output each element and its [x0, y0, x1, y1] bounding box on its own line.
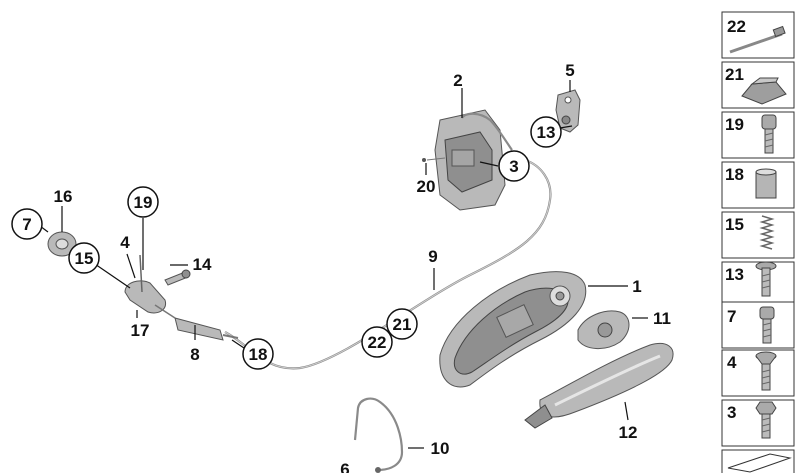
flange-screw-icon [755, 401, 777, 439]
callout-15: 15 [75, 249, 94, 268]
callout-circle-19 [127, 186, 159, 218]
cable-tie-icon [729, 25, 786, 54]
callout-16: 16 [54, 187, 73, 206]
callout-8: 8 [190, 345, 199, 364]
handle-carrier-1 [439, 271, 587, 388]
screw-14 [164, 269, 191, 286]
bearing-housing-17 [124, 254, 167, 314]
door-lock-actuator-2 [422, 109, 513, 211]
parts-panel-cell-13 [721, 261, 795, 309]
parts-panel-label-21: 21 [725, 65, 744, 84]
parts-panel-cell-15 [721, 211, 795, 259]
sleeve-icon [755, 168, 777, 199]
callout-circle-7 [11, 208, 43, 240]
parts-panel-label-22: 22 [727, 17, 746, 36]
spring-icon [759, 215, 775, 250]
callout-3: 3 [509, 157, 518, 176]
callout-14: 14 [193, 255, 212, 274]
latch-bracket-5 [555, 89, 581, 133]
countersunk-screw-icon [755, 351, 777, 391]
callout-6: 6 [340, 460, 349, 473]
callout-17: 17 [131, 321, 150, 340]
bowden-cable-9-highlight [224, 159, 551, 369]
callout-4: 4 [120, 233, 130, 252]
handle-cover-16 [47, 231, 77, 257]
parts-panel-label-4: 4 [727, 353, 737, 372]
callout-21: 21 [393, 315, 412, 334]
callout-18: 18 [249, 345, 268, 364]
callout-1: 1 [632, 277, 641, 296]
callout-circle-22 [361, 326, 393, 358]
parts-panel-cell-18 [721, 161, 795, 209]
parts-panel-cell-19 [721, 111, 795, 159]
parts-panel-label-7: 7 [727, 307, 736, 326]
callout-circle-15 [68, 242, 100, 274]
callout-9: 9 [428, 247, 437, 266]
parts-panel-label-3: 3 [727, 403, 736, 422]
parts-panel-label-19: 19 [725, 115, 744, 134]
leader-lines [39, 80, 648, 449]
parts-panel-label-18: 18 [725, 165, 744, 184]
callout-2: 2 [453, 71, 462, 90]
parts-panel-label-15: 15 [725, 215, 744, 234]
callout-circle-3 [498, 150, 530, 182]
hex-socket-screw-icon [759, 306, 775, 344]
tape-strip-icon [727, 453, 792, 473]
clip-icon [741, 77, 787, 105]
outer-door-handle-12 [524, 343, 674, 429]
callout-5: 5 [565, 61, 574, 80]
callout-labels: 7 15 19 18 22 21 3 13 2 5 20 1 11 12 9 1… [11, 61, 671, 473]
hex-socket-screw-icon [761, 114, 777, 154]
callout-circle-21 [386, 308, 418, 340]
callout-circle-18 [242, 338, 274, 370]
callout-22: 22 [368, 333, 387, 352]
parts-panel-label-13: 13 [725, 265, 744, 284]
callout-19: 19 [134, 193, 153, 212]
parts-panel: 22 21 19 18 15 [721, 11, 795, 473]
callout-20: 20 [417, 177, 436, 196]
cable-end-8 [154, 304, 239, 341]
lock-cylinder-cover-11 [577, 310, 630, 349]
bowden-cable-10 [353, 397, 404, 473]
callout-12: 12 [619, 423, 638, 442]
callout-11: 11 [653, 309, 671, 328]
callout-circle-13 [530, 116, 562, 148]
parts-panel-cell-7 [721, 301, 795, 349]
callout-10: 10 [431, 439, 450, 458]
callout-7: 7 [22, 215, 31, 234]
torx-screw-icon [755, 261, 777, 297]
callout-13: 13 [537, 123, 556, 142]
